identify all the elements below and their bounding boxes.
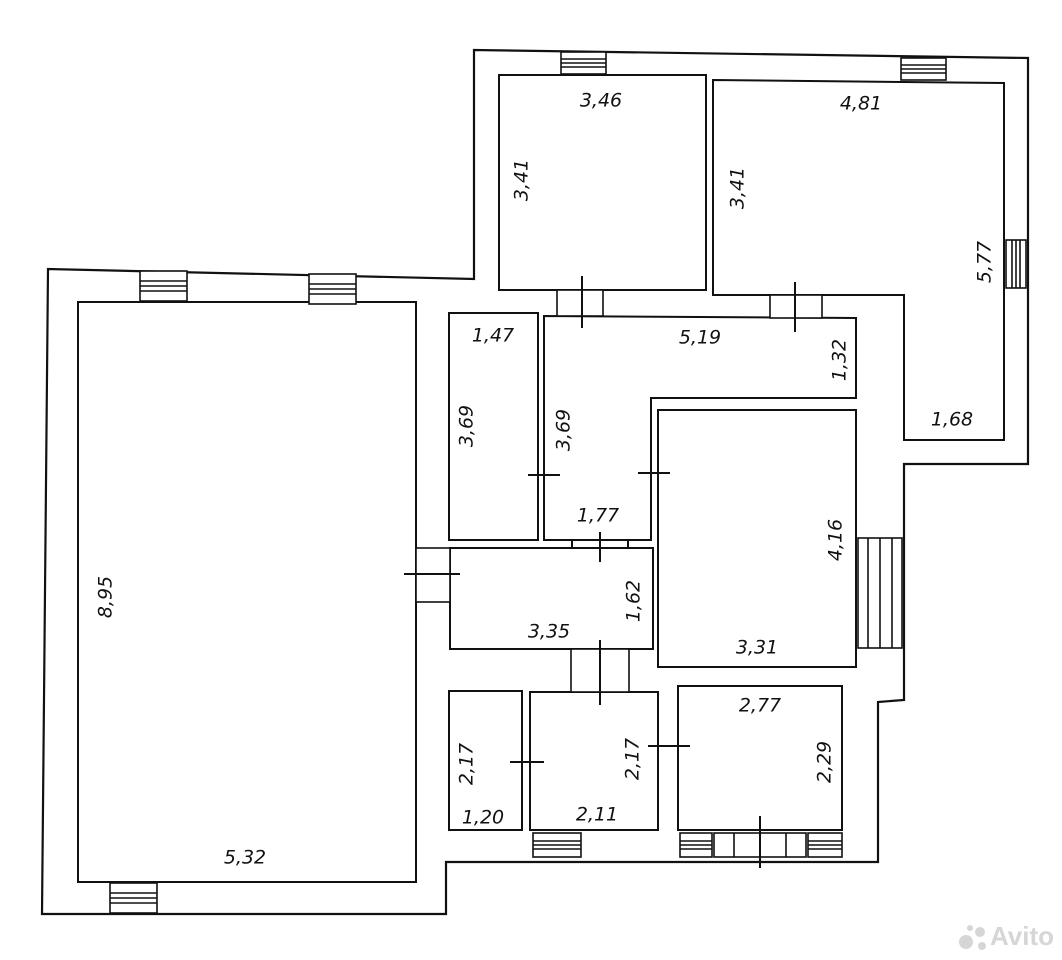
room-center-right-width: 3,31	[736, 637, 778, 659]
watermark: Avito	[959, 921, 1054, 951]
room-small-closet	[448, 690, 523, 831]
small-closet-width: 1,20	[462, 807, 504, 829]
room-top-right-side: 5,77	[974, 241, 996, 283]
hallway-width: 5,19	[679, 327, 721, 349]
room-bottom-right-height: 2,29	[814, 741, 836, 783]
window-bottom-right-1	[679, 832, 713, 858]
door-large-room	[404, 547, 460, 603]
window-top-right-room	[900, 57, 947, 81]
room-top-right-width: 4,81	[840, 93, 882, 115]
room-top-right-height: 3,41	[727, 167, 749, 209]
room-top-left-height: 3,41	[511, 159, 533, 201]
window-right-side	[1005, 239, 1027, 289]
room-top-left-width: 3,46	[580, 90, 622, 112]
door-small-closet	[510, 748, 544, 776]
small-closet-height: 2,17	[456, 743, 478, 785]
avito-logo-icon	[959, 925, 986, 950]
door-corridor-bathroom	[570, 640, 630, 705]
door-hallway-corridor	[571, 532, 629, 562]
window-center-right-room	[857, 537, 903, 649]
window-top-left-room	[560, 51, 607, 75]
door-top-right-room	[769, 282, 823, 332]
hallway-height: 3,69	[553, 409, 575, 451]
room-bottom-right	[677, 685, 843, 831]
door-storage	[528, 460, 560, 490]
large-room-height: 8,95	[95, 576, 117, 618]
hallway-side: 1,32	[829, 339, 851, 381]
room-top-left	[498, 74, 707, 291]
room-bottom-right-width: 2,77	[739, 695, 781, 717]
door-bottom-right-room	[648, 700, 690, 800]
door-top-left-room	[556, 276, 604, 328]
window-bathroom	[532, 832, 582, 858]
door-entrance-bottom	[713, 816, 807, 868]
storage-width: 1,47	[472, 325, 514, 347]
window-bottom-right-2	[807, 832, 843, 858]
hallway-bottom: 1,77	[577, 505, 619, 527]
bathroom-height: 2,17	[622, 738, 644, 780]
bathroom-width: 2,11	[576, 804, 618, 826]
room-hallway	[543, 314, 857, 541]
room-storage	[448, 312, 539, 541]
large-room-width: 5,32	[224, 847, 266, 869]
window-large-bottom	[109, 882, 158, 914]
corridor-width: 3,35	[528, 621, 570, 643]
corridor-height: 1,62	[623, 580, 645, 622]
room-bathroom	[529, 691, 659, 831]
window-large-top-1	[139, 270, 188, 302]
room-large	[77, 301, 417, 883]
window-large-top-2	[308, 273, 357, 305]
room-top-right	[712, 78, 1005, 441]
storage-height: 3,69	[456, 405, 478, 447]
room-center-right	[657, 409, 857, 668]
watermark-text: Avito	[990, 921, 1054, 951]
room-top-right-bottom: 1,68	[931, 409, 973, 431]
door-center-right-room	[638, 458, 670, 488]
room-center-right-height: 4,16	[825, 519, 847, 561]
